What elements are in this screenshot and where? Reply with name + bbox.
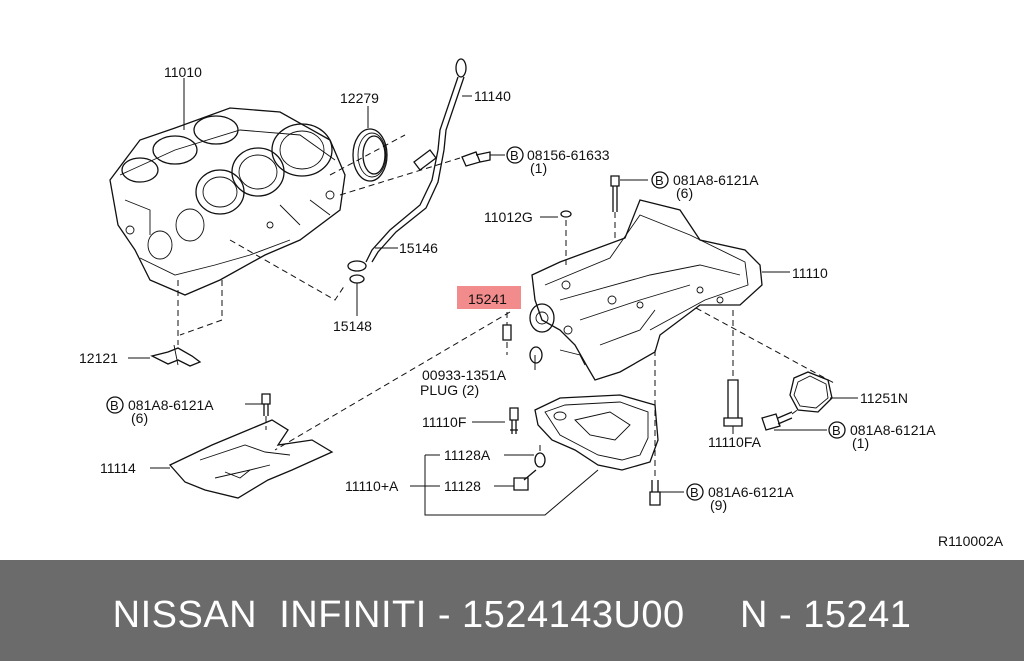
svg-text:B: B	[690, 485, 699, 500]
bearing-cap-drawing	[150, 344, 202, 367]
svg-text:B: B	[655, 173, 664, 188]
parts-diagram: 11010 12279 11140 B 08156-61633 (1) B 08…	[79, 58, 1004, 549]
label-plug: PLUG (2)	[420, 382, 479, 398]
diagram-reference: R110002A	[938, 533, 1004, 549]
label-qty-1a: (1)	[530, 160, 547, 176]
label-qty-9: (9)	[710, 497, 727, 513]
bolt-drawing	[761, 411, 793, 431]
label-081A8-6121A-right: 081A8-6121A	[850, 422, 936, 438]
label-15146: 15146	[399, 240, 438, 256]
svg-text:B: B	[832, 423, 841, 438]
label-12121: 12121	[79, 350, 118, 366]
footer-part-number: NISSAN INFINITI - 1524143U00 N - 15241	[112, 594, 912, 636]
oil-seal-drawing	[352, 128, 388, 182]
label-081A6-6121A: 081A6-6121A	[708, 484, 794, 500]
bolt-drawing	[723, 379, 743, 427]
label-11012G: 11012G	[484, 209, 533, 225]
label-11128: 11128	[444, 478, 481, 494]
label-qty-6a: (6)	[676, 185, 693, 201]
label-qty-6b: (6)	[131, 410, 148, 426]
washer-drawing	[534, 452, 546, 468]
gasket-drawing	[789, 371, 833, 413]
label-11114: 11114	[100, 460, 136, 476]
drain-plug-drawing	[513, 469, 537, 491]
circled-b-4: B	[828, 421, 846, 439]
circled-b-2: B	[651, 171, 669, 189]
label-11110FA: 11110FA	[708, 434, 762, 450]
label-11251N: 11251N	[860, 390, 908, 406]
label-11140: 11140	[474, 88, 511, 104]
plug-drawing	[502, 324, 512, 341]
footer-bar: NISSAN INFINITI - 1524143U00 N - 15241	[0, 560, 1024, 661]
label-15241: 15241	[468, 291, 507, 307]
callout-labels: 11010 12279 11140 B 08156-61633 (1) B 08…	[79, 64, 1004, 549]
cover-drawing	[168, 419, 334, 499]
label-qty-1b: (1)	[852, 435, 869, 451]
bolt-drawing	[261, 393, 271, 416]
upper-oil-pan-drawing	[529, 199, 763, 381]
label-11010: 11010	[164, 64, 202, 80]
label-11128A: 11128A	[444, 447, 491, 463]
circled-b-5: B	[686, 483, 704, 501]
label-11110-A: 11110+A	[345, 478, 399, 494]
label-11110F: 11110F	[422, 414, 466, 430]
label-11110: 11110	[792, 265, 828, 281]
circled-b-3: B	[106, 396, 124, 414]
label-00933-1351A: 00933-1351A	[422, 367, 507, 383]
bolt-drawing	[461, 151, 491, 167]
svg-text:B: B	[510, 148, 519, 163]
svg-text:B: B	[110, 398, 119, 413]
bolt-drawing	[649, 480, 661, 506]
label-081A8-6121A-left: 081A8-6121A	[128, 397, 214, 413]
highlight-box	[457, 286, 521, 309]
label-081A8-6121A-top: 081A8-6121A	[673, 172, 759, 188]
circled-b-1: B	[506, 146, 524, 164]
label-12279: 12279	[340, 90, 379, 106]
dipstick-drawing	[347, 58, 467, 284]
label-08156-61633: 08156-61633	[527, 147, 610, 163]
bolt-drawing	[610, 175, 620, 212]
label-15148: 15148	[333, 318, 372, 334]
lower-oil-pan-drawing	[534, 394, 659, 471]
cylinder-block-drawing	[109, 107, 346, 296]
bolt-drawing	[509, 407, 519, 434]
